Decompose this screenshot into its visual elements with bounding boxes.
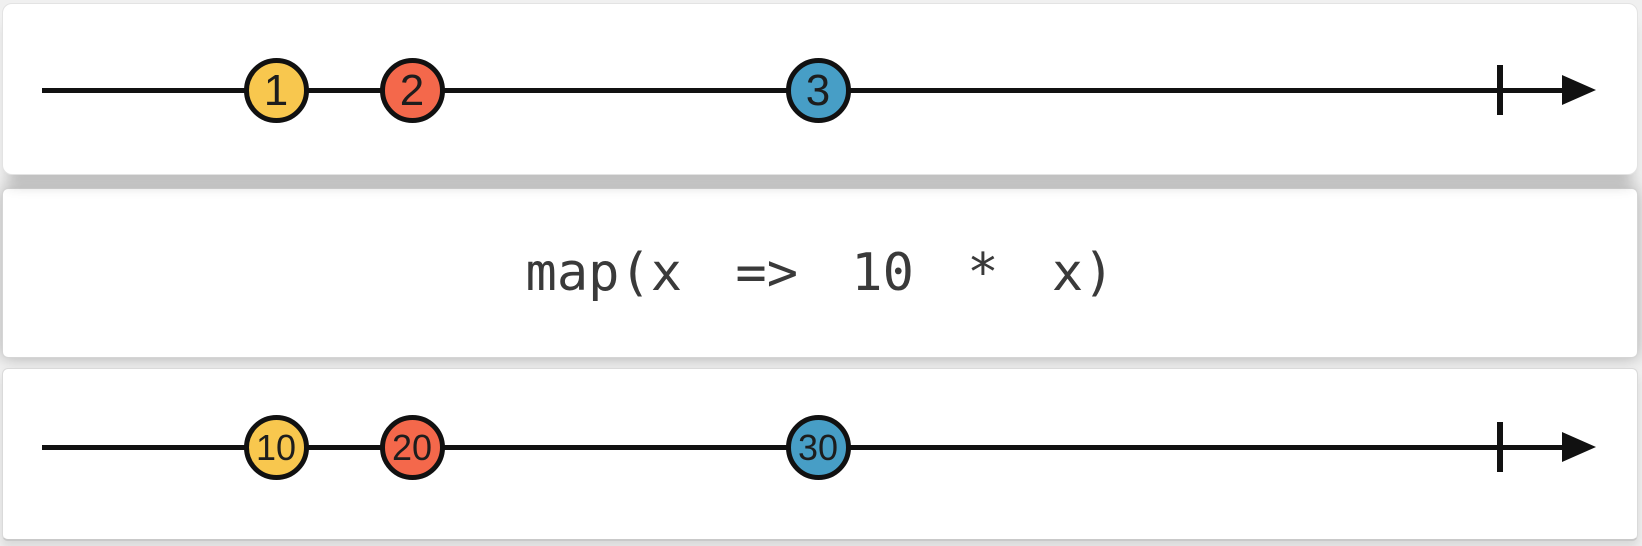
marble-20: 20 (379, 415, 445, 480)
timeline-end-tick (1497, 65, 1503, 115)
arrowhead-icon (1562, 432, 1596, 462)
operator-code: map(x => 10 * x) (525, 243, 1115, 303)
timeline-end-tick (1497, 422, 1503, 472)
operator-card: map(x => 10 * x) (2, 188, 1638, 358)
marble-3: 3 (785, 58, 851, 123)
arrowhead-icon (1562, 75, 1596, 105)
marble-10: 10 (243, 415, 309, 480)
marble-1: 1 (243, 58, 309, 123)
marble-2: 2 (379, 58, 445, 123)
marble-30: 30 (785, 415, 851, 480)
